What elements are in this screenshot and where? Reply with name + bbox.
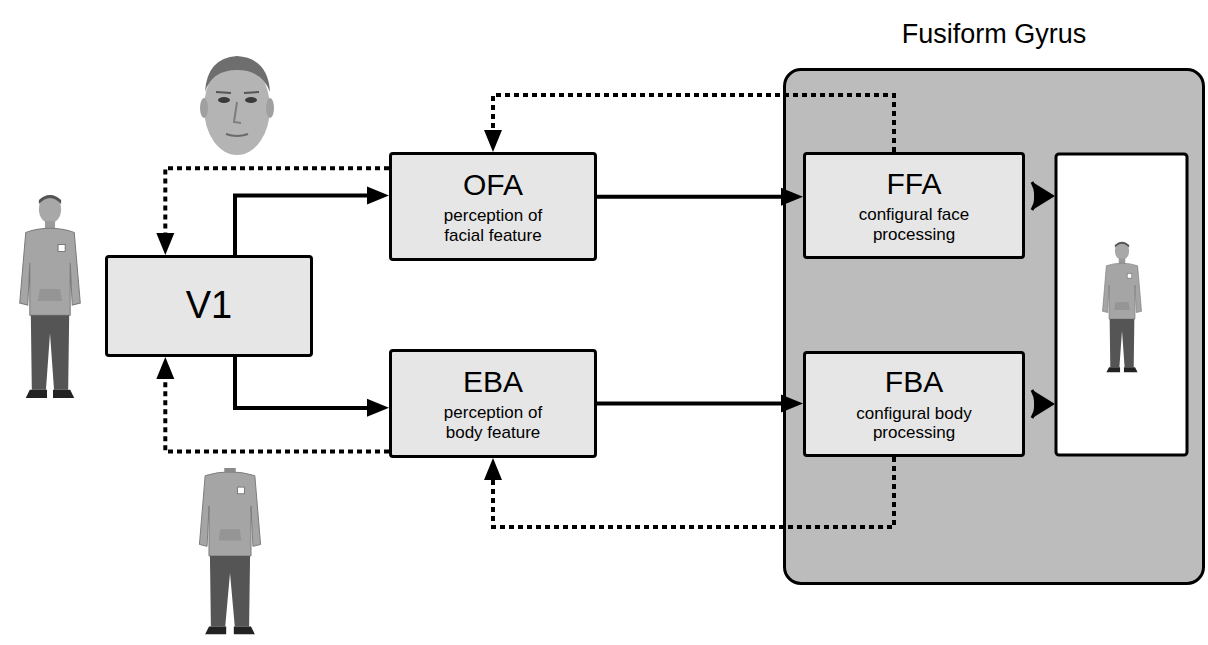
area-function: perception of facial feature — [428, 206, 558, 245]
arrow-head — [484, 130, 502, 152]
area-name: EBA — [463, 365, 523, 400]
feedforward-arrow — [235, 357, 377, 408]
area-function: configural body processing — [839, 404, 989, 443]
feedback-arrow — [165, 369, 389, 452]
arrow-head — [156, 357, 174, 379]
arrow-head — [484, 458, 502, 480]
area-name: FBA — [885, 365, 943, 400]
feedforward-arrow — [597, 402, 791, 406]
process-box: OFAperception of facial feature — [389, 152, 597, 261]
area-name: FFA — [886, 167, 941, 202]
process-box: V1 — [105, 255, 313, 357]
arrow-head — [367, 399, 389, 417]
feedback-arrow — [165, 168, 389, 243]
area-name: V1 — [186, 284, 232, 328]
area-function: configural face processing — [839, 205, 989, 244]
region-heading: Fusiform Gyrus — [786, 19, 1202, 50]
process-box: EBAperception of body feature — [389, 349, 597, 458]
feedforward-arrow — [597, 195, 791, 199]
area-function: perception of body feature — [428, 403, 558, 442]
arrow-head — [367, 187, 389, 205]
process-box: FFAconfigural face processing — [803, 152, 1025, 259]
area-name: OFA — [463, 168, 523, 203]
process-box: FBA configural body processing — [803, 351, 1025, 457]
arrow-head — [156, 233, 174, 255]
feedforward-arrow — [235, 196, 377, 255]
face-picture — [200, 56, 274, 155]
